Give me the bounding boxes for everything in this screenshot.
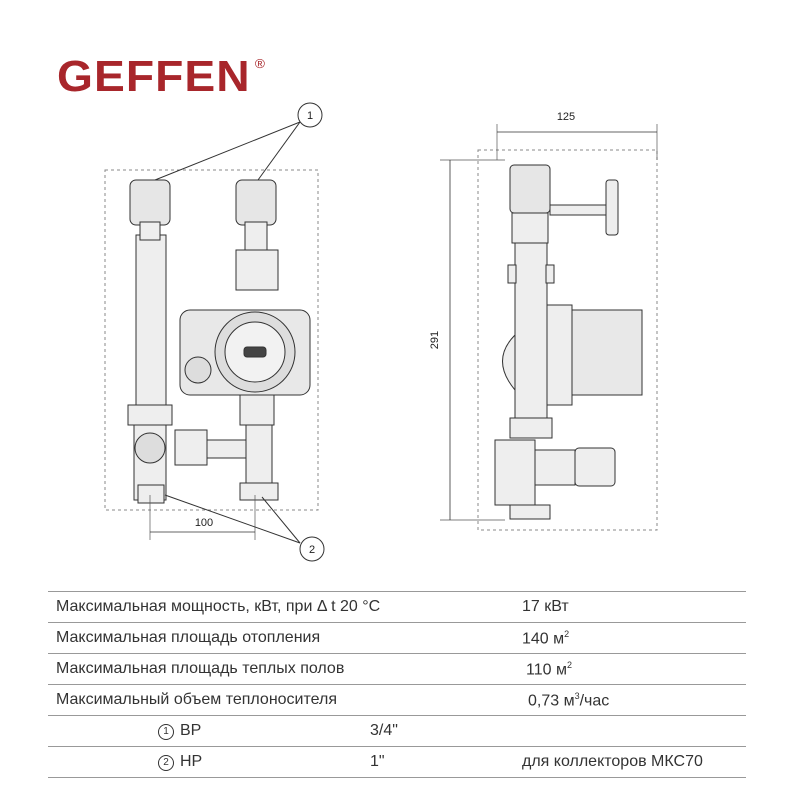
thread-type: ВР [180, 722, 202, 739]
table-row: Максимальный объем теплоносителя 0,73 м3… [48, 684, 746, 715]
spec-label: Максимальный объем теплоносителя [56, 691, 337, 708]
value-text: 0,73 м [528, 692, 575, 710]
spec-value: 17 кВт [522, 598, 569, 615]
technical-drawing: 1 2 100 125 291 [104, 102, 658, 562]
connection-note: для коллекторов МКС70 [522, 753, 703, 770]
specs-table: Максимальная мощность, кВт, при Δ t 20 °… [48, 591, 746, 778]
connection-type: 1 ВР [158, 722, 201, 740]
table-row: Максимальная площадь отопления 140 м2 [48, 622, 746, 653]
spec-label: Максимальная мощность, кВт, при Δ t 20 °… [56, 598, 381, 615]
dimension-291: 291 [429, 331, 441, 349]
table-row: Максимальная мощность, кВт, при Δ t 20 °… [48, 591, 746, 622]
dimension-100: 100 [195, 517, 213, 529]
value-text: 110 м [526, 661, 567, 679]
table-row: 2 НР 1" для коллекторов МКС70 [48, 746, 746, 778]
connection-type: 2 НР [158, 753, 202, 771]
connection-size: 1" [370, 753, 385, 770]
brand-logo: GEFFEN® [57, 52, 266, 102]
spec-label: Максимальная площадь теплых полов [56, 660, 345, 677]
callout-number: 2 [158, 755, 174, 771]
connection-size: 3/4" [370, 722, 398, 739]
spec-value: 0,73 м3/час [528, 691, 609, 710]
front-view [104, 102, 325, 562]
table-row: 1 ВР 3/4" [48, 715, 746, 746]
brand-name: GEFFEN [57, 52, 251, 101]
thread-type: НР [180, 753, 203, 770]
registered-mark: ® [254, 56, 266, 71]
side-view [440, 124, 658, 531]
spec-value: 110 м2 [526, 660, 572, 679]
callout-1: 1 [307, 110, 313, 122]
value-sup: 2 [566, 660, 572, 670]
table-row: Максимальная площадь теплых полов 110 м2 [48, 653, 746, 684]
spec-value: 140 м2 [522, 629, 569, 648]
value-suffix: /час [579, 692, 610, 710]
value-sup: 2 [564, 629, 570, 639]
value-text: 140 м [522, 630, 565, 648]
spec-label: Максимальная площадь отопления [56, 629, 321, 646]
callout-number: 1 [158, 724, 174, 740]
dimension-125: 125 [557, 111, 575, 123]
callout-2: 2 [309, 544, 315, 556]
value-sup: 3 [574, 691, 580, 701]
